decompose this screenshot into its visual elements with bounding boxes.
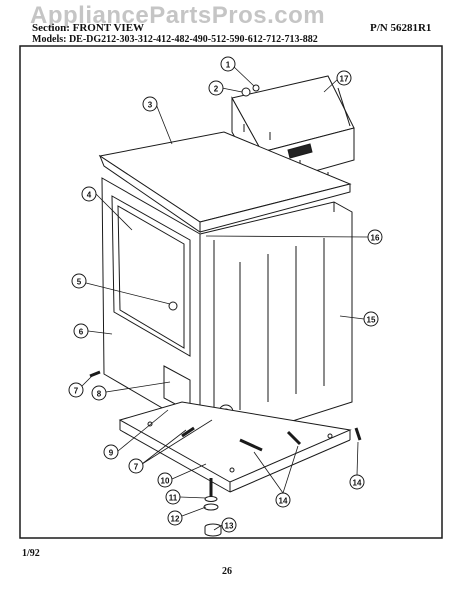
callout-16: 16	[367, 229, 383, 245]
callout-12: 12	[167, 510, 183, 526]
callout-8: 8	[91, 385, 107, 401]
svg-text:14: 14	[279, 497, 288, 506]
page-frame	[19, 45, 443, 539]
callout-15: 15	[363, 311, 379, 327]
top-cover	[98, 131, 352, 233]
svg-text:14: 14	[353, 479, 362, 488]
revision-date: 1/92	[22, 548, 40, 559]
part-number: P/N 56281R1	[370, 22, 432, 34]
svg-text:8: 8	[97, 390, 102, 399]
callout-9: 9	[103, 444, 119, 460]
svg-text:17: 17	[340, 75, 349, 84]
watermark: AppliancePartsPros.com	[30, 2, 326, 29]
callout-7: 7	[68, 382, 84, 398]
callout-11: 11	[165, 489, 181, 505]
callout-5: 5	[71, 273, 87, 289]
svg-text:3: 3	[148, 101, 153, 110]
svg-text:6: 6	[79, 328, 84, 337]
callout-7: 7	[128, 458, 144, 474]
svg-text:7: 7	[74, 387, 79, 396]
page-number: 26	[222, 566, 232, 577]
callout-3: 3	[142, 96, 158, 112]
leader-lines	[79, 65, 369, 531]
svg-text:5: 5	[77, 278, 82, 287]
callout-6: 6	[73, 323, 89, 339]
svg-text:1: 1	[226, 61, 231, 70]
callout-17: 17	[336, 70, 352, 86]
base-frame	[118, 401, 352, 493]
callout-2: 2	[208, 80, 224, 96]
svg-text:7: 7	[134, 463, 139, 472]
callout-bubbles: 1 2 3 4 5 6 7 7 8 9 10 11 12 13 14 14 15…	[68, 56, 383, 533]
svg-text:11: 11	[169, 494, 178, 503]
callout-10: 10	[157, 472, 173, 488]
models-line: Models: DE-DG212-303-312-412-482-490-512…	[32, 34, 318, 45]
svg-text:2: 2	[214, 85, 219, 94]
svg-text:4: 4	[87, 191, 92, 200]
svg-text:15: 15	[367, 316, 376, 325]
callout-1: 1	[220, 56, 236, 72]
svg-text:16: 16	[371, 234, 380, 243]
svg-text:12: 12	[171, 515, 180, 524]
svg-text:9: 9	[109, 449, 114, 458]
callout-4: 4	[81, 186, 97, 202]
callout-13: 13	[221, 517, 237, 533]
callout-14: 14	[349, 474, 365, 490]
callout-14: 14	[275, 492, 291, 508]
svg-text:10: 10	[161, 477, 170, 486]
svg-text:13: 13	[225, 522, 234, 531]
screws	[89, 370, 362, 441]
section-title: Section: FRONT VIEW	[32, 22, 145, 34]
